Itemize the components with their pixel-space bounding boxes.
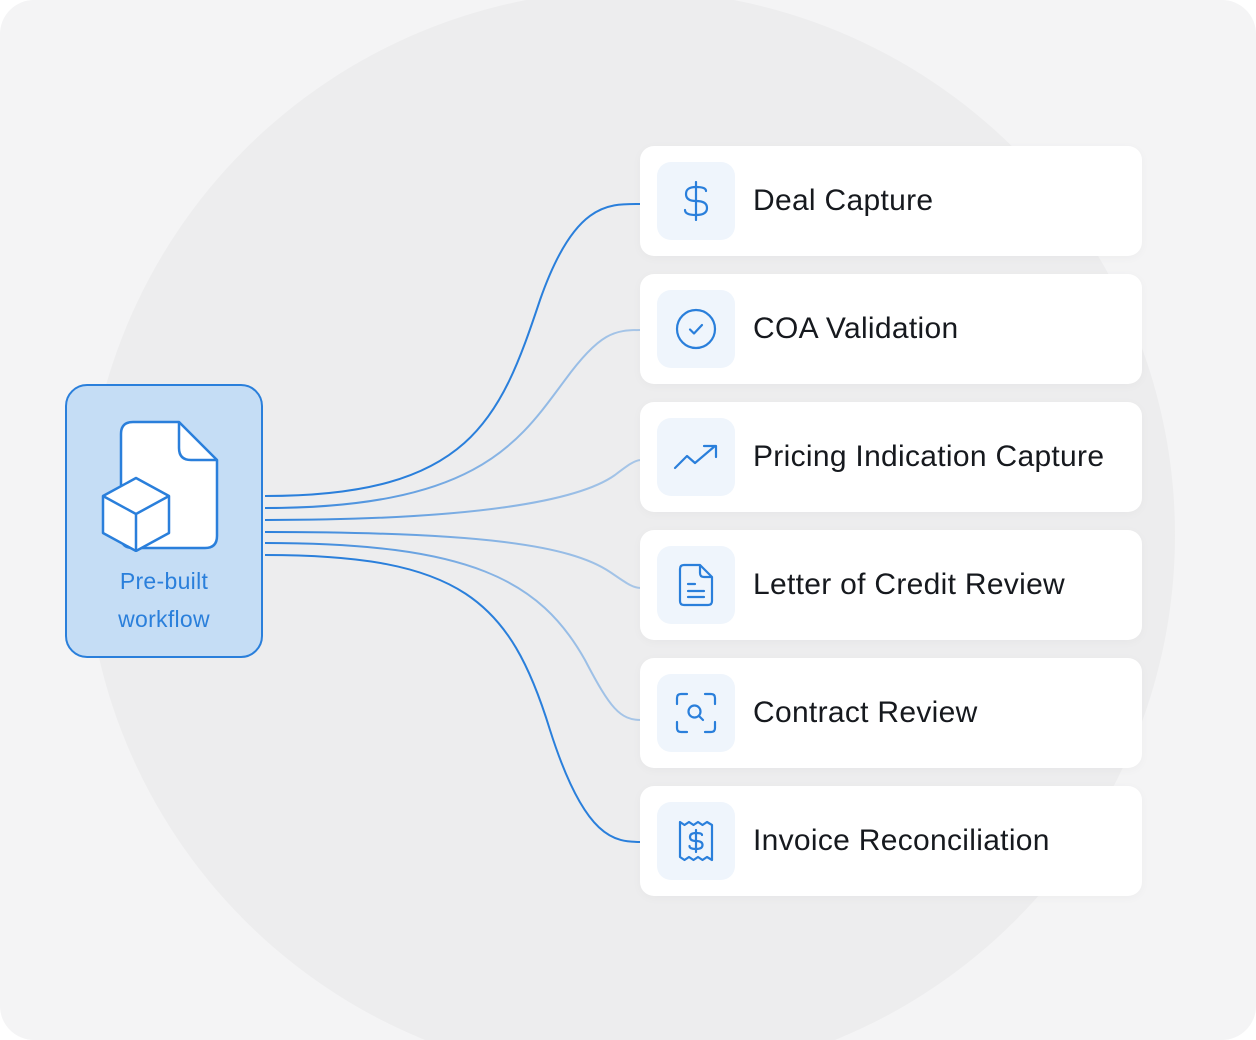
workflow-item-invoice-reconciliation[interactable]: Invoice Reconciliation — [640, 786, 1142, 896]
prebuilt-workflow-card[interactable]: Pre-built workflow — [65, 384, 263, 658]
workflow-item-letter-of-credit-review[interactable]: Letter of Credit Review — [640, 530, 1142, 640]
connector-invoice-reconciliation — [264, 554, 642, 843]
workflow-list: Deal Capture COA Validation Pricing Indi… — [640, 146, 1142, 914]
connector-deal-capture — [264, 202, 642, 497]
item-label: COA Validation — [753, 312, 959, 345]
workflow-item-contract-review[interactable]: Contract Review — [640, 658, 1142, 768]
source-label-line1: Pre-built — [119, 568, 209, 594]
connector-letter-of-credit — [264, 531, 642, 589]
receipt-dollar-icon — [678, 820, 714, 862]
workflow-item-pricing-indication-capture[interactable]: Pricing Indication Capture — [640, 402, 1142, 512]
item-icon-box — [657, 674, 735, 752]
source-label-line2: workflow — [118, 606, 210, 632]
document-cube-icon — [101, 420, 219, 552]
item-icon-box — [657, 162, 735, 240]
trending-up-icon — [673, 444, 718, 470]
workflow-item-deal-capture[interactable]: Deal Capture — [640, 146, 1142, 256]
workflow-item-coa-validation[interactable]: COA Validation — [640, 274, 1142, 384]
item-label: Pricing Indication Capture — [753, 440, 1105, 473]
check-circle-icon — [675, 308, 717, 350]
item-label: Deal Capture — [753, 184, 934, 217]
item-icon-box — [657, 802, 735, 880]
document-lines-icon — [678, 563, 714, 607]
item-label: Contract Review — [753, 696, 978, 729]
connector-pricing-indication — [264, 459, 642, 521]
connector-coa-validation — [264, 329, 642, 509]
item-icon-box — [657, 290, 735, 368]
scan-search-icon — [675, 692, 717, 734]
item-icon-box — [657, 546, 735, 624]
source-label: Pre-built workflow — [67, 562, 261, 638]
dollar-icon — [683, 181, 709, 221]
item-label: Letter of Credit Review — [753, 568, 1066, 601]
item-label: Invoice Reconciliation — [753, 824, 1050, 857]
item-icon-box — [657, 418, 735, 496]
connector-contract-review — [264, 542, 642, 721]
